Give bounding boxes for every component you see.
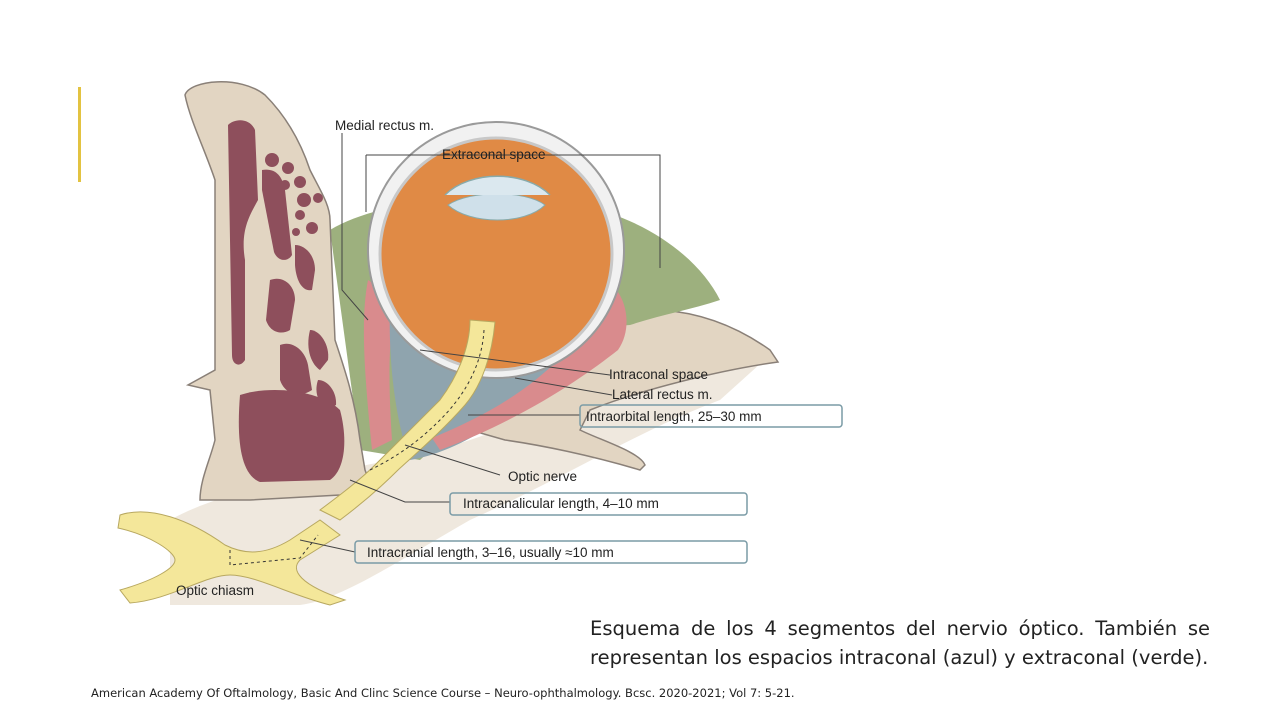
- chiasm-dashed: [229, 534, 319, 566]
- lateral-rectus-label: Lateral rectus m.: [612, 387, 713, 402]
- intraorbital-box: [579, 404, 843, 428]
- optic-chiasm-shape: [117, 511, 347, 606]
- small-air-cells: [265, 153, 323, 236]
- lens: [447, 193, 546, 221]
- intraorbital-length-label: Intraorbital length, 25–30 mm: [586, 409, 762, 424]
- intracanalicular-length-label: Intracanalicular length, 4–10 mm: [463, 496, 659, 511]
- leader-lines: [299, 133, 661, 553]
- optic-nerve-dashed: [369, 329, 485, 471]
- optic-nerve-label: Optic nerve: [508, 469, 577, 484]
- intracanalicular-box: [449, 492, 748, 516]
- intracranial-box: [354, 540, 748, 564]
- globe-vitreous: [378, 136, 614, 372]
- optic-chiasm-label: Optic chiasm: [176, 583, 254, 598]
- ethmoid-sinus-cells: [228, 120, 345, 482]
- callout-boxes: [354, 404, 843, 564]
- optic-nerve-path: [319, 319, 496, 521]
- medial-rectus-label: Medial rectus m.: [335, 118, 434, 133]
- figure-caption: Esquema de los 4 segmentos del nervio óp…: [590, 617, 1210, 669]
- accent-bar: [78, 87, 81, 182]
- reference-citation: American Academy Of Oftalmology, Basic A…: [91, 686, 795, 700]
- cornea: [444, 175, 551, 196]
- extraconal-space-label: Extraconal space: [442, 147, 546, 162]
- intracranial-length-label: Intracranial length, 3–16, usually ≈10 m…: [367, 545, 614, 560]
- intraconal-space-label: Intraconal space: [609, 367, 708, 382]
